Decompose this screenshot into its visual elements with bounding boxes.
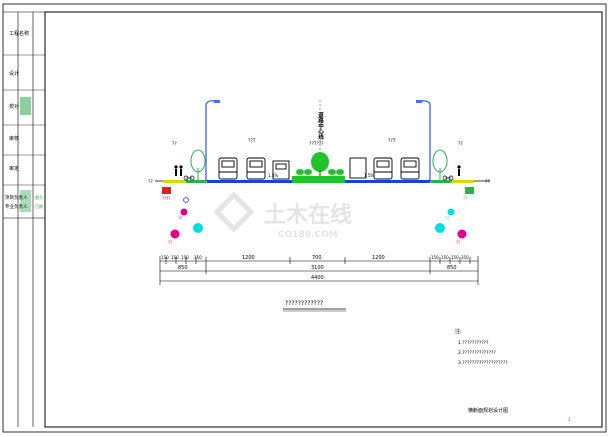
- side-label-left: ??: [172, 141, 177, 147]
- dim-row1-5: 1200: [242, 255, 255, 261]
- title-strip: 工程名称 设计 校对 审核 审定 项目负责人 专业负责人 图号 日期: [3, 11, 45, 427]
- note-item-1: 1.???????????: [458, 340, 489, 346]
- fire-hydrant-marker: [162, 187, 171, 194]
- dim-row1-9: 150: [441, 255, 449, 260]
- grade-right: 1.5%: [364, 173, 374, 178]
- bus-icon-4: [400, 157, 420, 180]
- pedestrian-icon-left: [174, 165, 183, 176]
- title-block-row-9: 日期: [35, 203, 43, 209]
- side-label-right: ??: [458, 141, 463, 147]
- pedestrian-icon-right: [457, 165, 461, 176]
- lane-label-d: ??T: [388, 138, 396, 144]
- tree-right: [432, 149, 448, 180]
- lane-label-a: ??T: [248, 138, 256, 144]
- watermark-main: 土木在线: [264, 202, 352, 228]
- edge-label-right: ??: [485, 179, 490, 185]
- dim-row1-3: 150: [181, 255, 189, 260]
- sidewalk-right: [452, 180, 474, 183]
- title-block-row-2: 设计: [9, 70, 19, 77]
- dim-row1-10: 150: [451, 255, 459, 260]
- notes-block: 注: 1.??????????? 2.?????????????? 3.????…: [455, 328, 508, 366]
- truck-icon-left: [272, 160, 290, 180]
- carriageway-left: [207, 180, 292, 183]
- median-tree: [311, 152, 329, 176]
- dimension-lines: [159, 256, 479, 285]
- pipe-marker-blue-left: [183, 197, 189, 203]
- dim-row1-8: 150: [431, 255, 439, 260]
- title-block-row-6: 项目负责人: [5, 194, 28, 201]
- title-block-row-1: 工程名称: [9, 30, 29, 37]
- legend-left-1: ????: [162, 196, 171, 201]
- bus-icon-2: [246, 157, 266, 180]
- street-light-left: [205, 100, 220, 181]
- drawing-title: ????????????: [285, 300, 323, 307]
- edge-label-left: ??: [148, 179, 153, 185]
- title-block-row-3: 校对: [9, 103, 19, 110]
- carriageway-right: [345, 180, 430, 183]
- dim-row1-11: 350: [461, 255, 469, 260]
- legend-right-2: ??: [445, 216, 449, 221]
- pipe-marker-cyan-right: [447, 208, 455, 216]
- legend-left-2: ??: [178, 216, 182, 221]
- dim-row2-left: 850: [178, 265, 188, 271]
- title-block-row-7: 专业负责人: [5, 203, 28, 210]
- bicycle-icon-right: [442, 175, 454, 181]
- note-item-3: 3.???????????????????: [458, 360, 508, 366]
- street-light-right: [416, 100, 431, 181]
- bus-icon-1: [218, 157, 238, 180]
- median-strip: [292, 176, 345, 183]
- legend-marker-green-right: [465, 187, 474, 194]
- dim-row2-mid: 3100: [311, 265, 324, 271]
- legend-right-3: ??: [456, 240, 460, 245]
- pipe-marker-magenta-left: [180, 208, 188, 216]
- watermark-sub: CO188.COM: [278, 230, 338, 240]
- truck-icon-right: [349, 157, 367, 179]
- median-shrubs: [296, 169, 344, 175]
- dim-row1-7: 1200: [372, 255, 385, 261]
- sidewalk-left: [163, 180, 185, 183]
- dim-total: 4400: [311, 275, 324, 281]
- notes-heading: 注:: [455, 328, 462, 335]
- watermark: 土木在线 CO188.COM: [213, 191, 352, 240]
- sheet-name: 横断面规划设计图: [468, 407, 508, 414]
- median-label: 道路中心线: [317, 111, 324, 141]
- title-block-row-4: 审核: [9, 135, 19, 142]
- greenbelt-left: [186, 180, 206, 183]
- pipe-marker-cyan-right-2: [435, 223, 445, 233]
- median-top-label: ??T???: [309, 141, 324, 147]
- tree-left: [190, 149, 206, 180]
- bus-icon-3: [373, 157, 393, 180]
- bicycle-icon-left: [183, 175, 195, 181]
- title-block-row-8: 图号: [35, 194, 43, 200]
- dim-row1-4: 350: [194, 255, 202, 260]
- legend-left-3: ??: [168, 240, 172, 245]
- dim-row1-1: 150: [161, 255, 169, 260]
- title-block-row-5: 审定: [9, 165, 19, 172]
- legend-right-1: ??: [463, 196, 467, 201]
- dim-row1-2: 150: [171, 255, 179, 260]
- pipe-marker-magenta-left-2: [170, 229, 180, 239]
- greenbelt-right: [431, 180, 451, 183]
- dim-row1-6: 700: [312, 255, 322, 261]
- page-number: 1: [568, 417, 571, 423]
- pipe-marker-cyan-left: [193, 223, 203, 233]
- dim-row2-right: 850: [447, 265, 457, 271]
- pipe-marker-magenta-right: [457, 229, 467, 239]
- note-item-2: 2.??????????????: [458, 350, 496, 356]
- inner-frame: [44, 11, 603, 428]
